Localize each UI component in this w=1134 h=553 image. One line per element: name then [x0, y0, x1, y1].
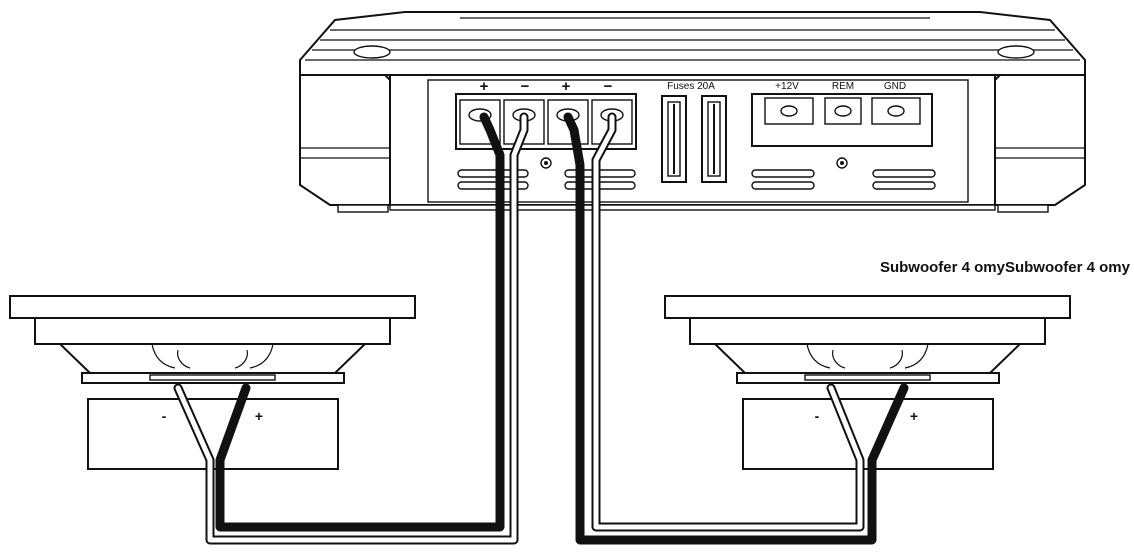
subwoofer-left-baffle [9, 295, 416, 319]
subwoofer-left-cone [57, 343, 368, 374]
amplifier-end-cap-left [299, 74, 391, 206]
heatsink-fins [305, 17, 1080, 61]
subwoofer-left: - + [9, 295, 416, 470]
power-label-12v: +12V [775, 81, 799, 92]
subwoofer-right-plus-label: + [910, 408, 918, 424]
amplifier: + − + − Fuses 20A [299, 11, 1086, 213]
terminal-1-label: + [480, 78, 489, 95]
subwoofer-left-plus-label: + [255, 408, 263, 424]
subwoofer-right-magnet [742, 398, 994, 470]
fuse-label: Fuses 20A [667, 81, 715, 92]
wire-right-negative [591, 112, 865, 532]
wire-left-negative [173, 112, 529, 545]
subwoofer-right-terminal-strip [804, 374, 931, 381]
subwoofer-right-minus-label: - [815, 408, 820, 424]
fuses [661, 95, 727, 183]
subwoofer-right: - + [664, 295, 1071, 470]
wire-left-positive [215, 112, 505, 532]
foot-left [337, 204, 389, 213]
power-label-gnd: GND [884, 81, 906, 92]
foot-right [997, 204, 1049, 213]
indicator-led-left-inner [544, 161, 548, 165]
terminal-2-label: − [521, 78, 530, 95]
speaker-wires [173, 112, 909, 545]
terminal-3-label: + [562, 78, 571, 95]
subwoofer-caption: Subwoofer 4 omySubwoofer 4 omy [880, 259, 1131, 276]
power-label-rem: REM [832, 81, 854, 92]
vent-slots-right [751, 169, 936, 190]
power-terminal-gnd-screw [887, 105, 905, 117]
amplifier-heatsink [299, 11, 1086, 76]
mount-hole-left [353, 45, 391, 59]
terminal-4-label: − [604, 78, 613, 95]
subwoofer-right-cone [712, 343, 1023, 374]
indicator-led-right-inner [840, 161, 844, 165]
subwoofer-right-frame [689, 317, 1046, 345]
amplifier-base [389, 204, 996, 211]
subwoofer-left-frame [34, 317, 391, 345]
subwoofer-right-baffle [664, 295, 1071, 319]
power-terminals [764, 97, 921, 125]
wire-right-positive [563, 112, 909, 545]
subwoofer-left-minus-label: - [162, 408, 167, 424]
power-terminal-12v-screw [780, 105, 798, 117]
power-terminal-rem-screw [834, 105, 852, 117]
mount-hole-right [997, 45, 1035, 59]
amplifier-end-cap-right [994, 74, 1086, 206]
subwoofer-left-terminal-strip [149, 374, 276, 381]
